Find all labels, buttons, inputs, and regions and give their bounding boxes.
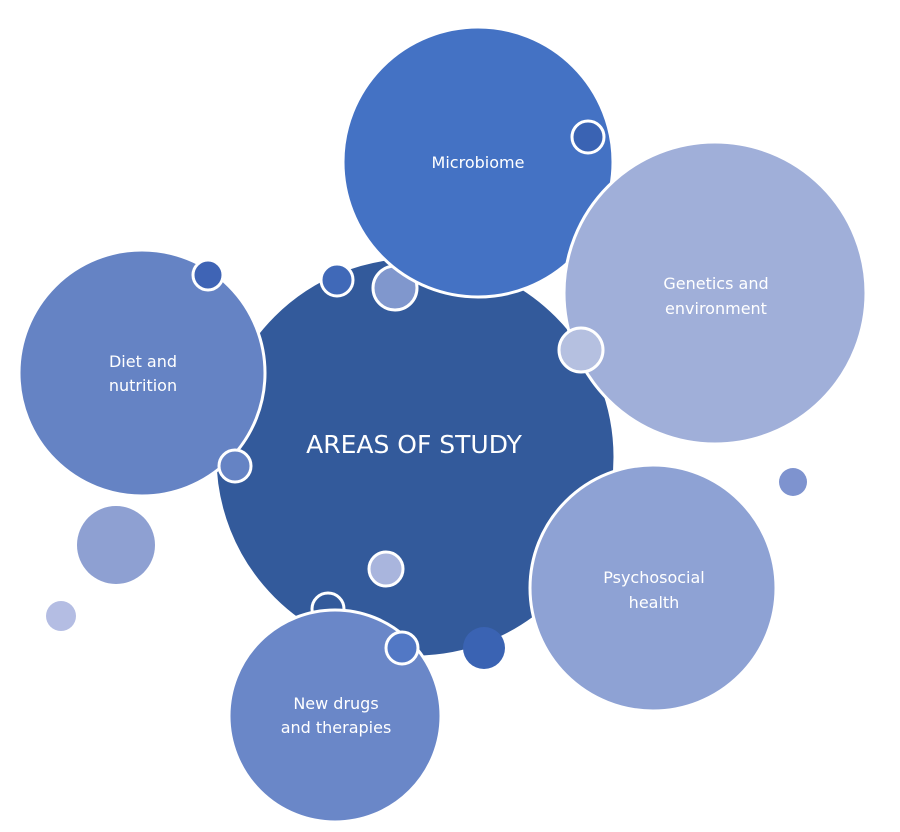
decor-bubble — [319, 262, 355, 298]
label-genetics-2: environment — [665, 299, 767, 318]
label-genetics-1: Genetics and — [663, 274, 768, 293]
decor-bubble — [570, 119, 606, 155]
label-diet-1: Diet and — [109, 352, 177, 371]
center-title: AREAS OF STUDY — [306, 430, 523, 459]
decor-bubble — [217, 448, 253, 484]
label-microbiome: Microbiome — [432, 153, 525, 172]
decor-bubble — [367, 550, 405, 588]
topic-diet — [17, 248, 267, 498]
topic-genetics — [562, 140, 868, 446]
decor-bubble — [77, 506, 155, 584]
decor-bubble — [384, 630, 420, 666]
decor-bubble — [463, 627, 505, 669]
label-psychosocial-2: health — [629, 593, 680, 612]
label-diet-2: nutrition — [109, 376, 177, 395]
topic-drugs — [227, 608, 443, 824]
label-drugs-2: and therapies — [281, 718, 392, 737]
label-psychosocial-1: Psychosocial — [603, 568, 705, 587]
decor-bubble — [191, 258, 225, 292]
topic-microbiome — [341, 25, 615, 299]
decor-bubble — [779, 468, 807, 496]
decor-bubble — [46, 601, 76, 631]
label-drugs-1: New drugs — [293, 694, 378, 713]
decor-bubble — [557, 326, 605, 374]
topic-psychosocial — [528, 463, 778, 713]
